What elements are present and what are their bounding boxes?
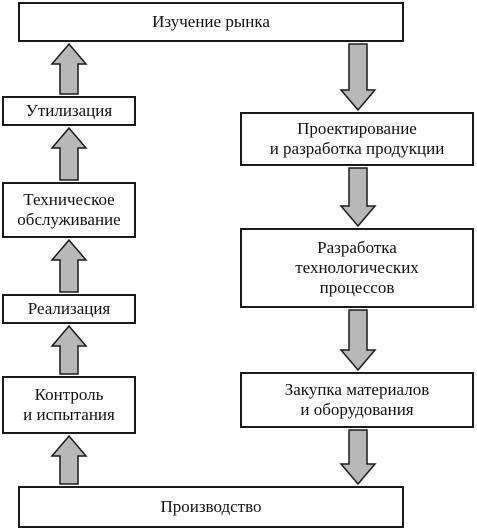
node-design-development: Проектирование и разработка продукции [240,112,474,166]
node-maintenance: Техническое обслуживание [2,182,136,238]
arrow-control-to-sales [50,324,88,375]
node-control-testing: Контроль и испытания [2,376,136,434]
arrow-sales-to-service [50,238,88,293]
arrow-service-to-disposal [50,126,88,181]
arrow-production-to-control [50,434,88,485]
arrow-tech-to-purchase [339,309,377,372]
node-disposal: Утилизация [2,96,136,126]
arrow-design-to-tech [339,167,377,228]
arrow-market-to-design [339,43,377,112]
arrow-disposal-to-market [50,42,88,95]
node-sales: Реализация [2,294,136,324]
arrow-purchase-to-production [339,429,377,486]
node-procurement: Закупка материалов и оборудования [240,372,474,428]
node-process-development: Разработка технологических процессов [240,228,474,308]
node-market-research: Изучение рынка [18,2,404,42]
node-production: Производство [18,486,404,528]
